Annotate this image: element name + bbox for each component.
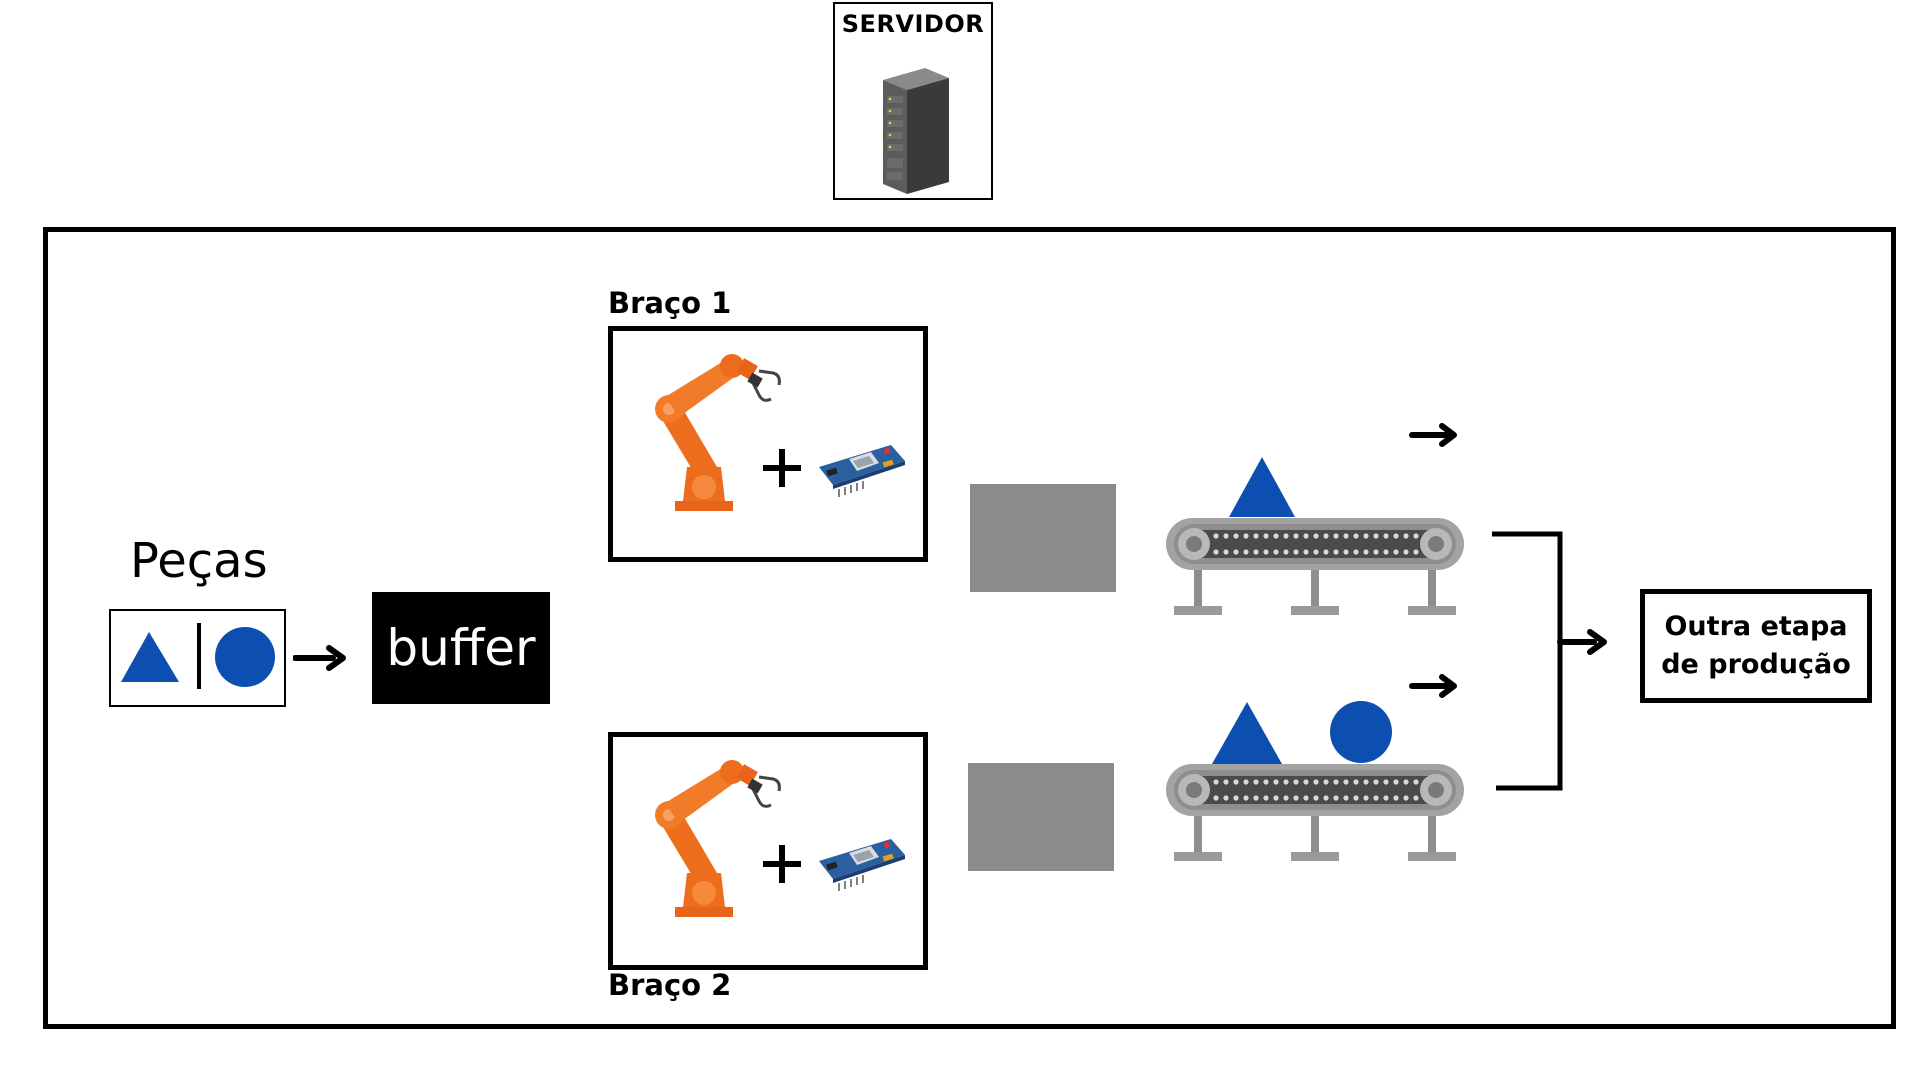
server-label: SERVIDOR [841,10,985,38]
output-box: Outra etapa de produção [1640,589,1872,703]
conveyor-belt-2 [1166,764,1464,861]
circuit-board-icon [818,444,906,498]
gray-block-2 [968,763,1114,871]
plus-icon [763,845,801,883]
triangle-icon [121,632,179,682]
factory-frame [43,227,1896,1029]
arm-1-label: Braço 1 [608,286,732,320]
divider [197,623,201,689]
arrow-right-icon [1409,674,1457,698]
triangle-icon [1229,457,1295,517]
arm-1-box [608,326,928,562]
triangle-icon [1212,702,1282,764]
arrow-right-icon [1409,423,1457,447]
output-line-1: Outra etapa [1664,611,1848,642]
output-line-2: de produção [1661,649,1851,680]
robot-arm-icon [653,352,781,513]
merge-bracket [1492,531,1607,791]
plus-icon [763,449,801,487]
pecas-box [109,609,286,707]
arm-2-box [608,732,928,970]
circuit-board-icon [818,838,906,892]
conveyor-belt-1 [1166,518,1464,615]
arm-2-label: Braço 2 [608,968,732,1002]
circle-icon [215,627,275,687]
gray-block-1 [970,484,1116,592]
server-box: SERVIDOR [833,2,993,200]
arrow-right-icon [293,645,346,671]
circle-icon [1330,701,1392,763]
pecas-label: Peças [130,533,268,589]
server-rack-icon [883,68,949,194]
buffer-box: buffer [372,592,550,704]
